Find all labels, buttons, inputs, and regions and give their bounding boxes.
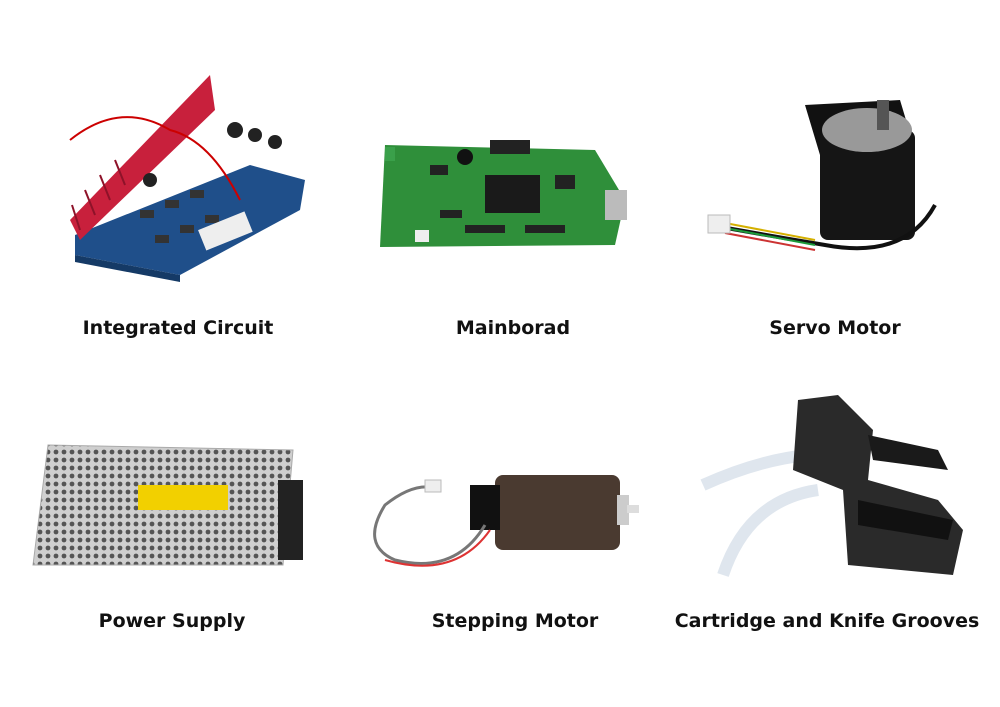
- servo-motor-image: [707, 100, 937, 251]
- product-label: Stepping Motor: [431, 610, 599, 632]
- power-supply-image: [32, 444, 303, 566]
- product-label: Cartridge and Knife Grooves: [674, 610, 980, 632]
- mainboard-image: [380, 140, 627, 247]
- product-label: Power Supply: [98, 610, 246, 632]
- product-label: Integrated Circuit: [82, 317, 274, 339]
- product-label: Servo Motor: [769, 317, 901, 339]
- product-label: Mainborad: [455, 317, 571, 339]
- stepping-motor-image: [373, 475, 639, 567]
- integrated-circuit-image: [69, 75, 305, 282]
- cartridge-knife-grooves-image: [700, 395, 963, 577]
